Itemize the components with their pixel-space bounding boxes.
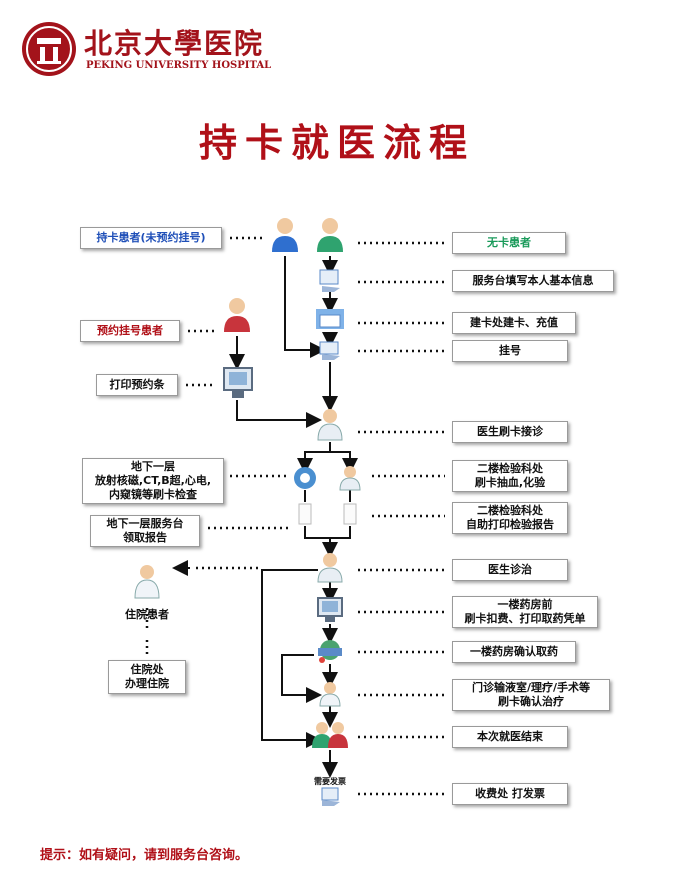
pharmacy-confirm-box: 一楼药房确认取药 <box>452 641 576 663</box>
print-kiosk-icon <box>223 367 253 398</box>
logo-chinese-name: 北京大學医院 <box>84 27 265 60</box>
pku-seal-logo <box>22 22 76 76</box>
b1-exam-box: 地下一层 放射核磁,CT,B超,心电, 内窥镜等刷卡检查 <box>82 458 224 504</box>
invoice-needed-label: 需要发票 <box>314 777 346 786</box>
no-card-patient-box: 无卡患者 <box>452 232 566 254</box>
lab-print-box: 二楼检验科处 自助打印检验报告 <box>452 502 568 534</box>
logo-english-name: PEKING UNIVERSITY HOSPITAL <box>86 60 272 71</box>
fill-form-icon <box>319 269 340 292</box>
pharmacy-pay-box: 一楼药房前 刷卡扣费、打印取药凭单 <box>452 596 598 628</box>
card-building-icon <box>316 309 344 329</box>
invoice-hand-icon <box>321 787 340 806</box>
lab-nurse-icon <box>339 466 361 491</box>
visit-end-people-icon <box>312 722 348 748</box>
inpatient-nurse-icon <box>134 565 160 599</box>
doctor-swipe-box: 医生刷卡接诊 <box>452 421 568 443</box>
doctor-swipe-icon <box>317 409 343 441</box>
lab-blood-box: 二楼检验科处 刷卡抽血,化验 <box>452 460 568 492</box>
clinic-nurse-icon <box>319 682 341 707</box>
page-title: 持卡就医流程 <box>198 121 475 165</box>
report-paper-icon <box>298 503 357 525</box>
admission-box: 住院处 办理住院 <box>108 660 186 694</box>
card-patient-icon <box>272 218 298 252</box>
register-box: 挂号 <box>452 340 568 362</box>
medicine-icon <box>318 640 342 663</box>
treatment-box: 医生诊治 <box>452 559 568 581</box>
treatment-doctor-icon <box>317 553 343 583</box>
invoice-box: 收费处 打发票 <box>452 783 568 805</box>
register-hand-icon <box>319 341 340 360</box>
appt-patient-icon <box>224 298 250 332</box>
ct-scan-icon <box>294 467 316 489</box>
footer-tip: 提示：如有疑问，请到服务台咨询。 <box>40 848 249 863</box>
inpatient-label: 住院患者 <box>125 608 169 621</box>
visit-end-box: 本次就医结束 <box>452 726 568 748</box>
fill-info-box: 服务台填写本人基本信息 <box>452 270 614 292</box>
b1-report-box: 地下一层服务台 领取报告 <box>90 515 200 547</box>
pharmacy-kiosk-icon <box>317 597 343 622</box>
make-card-box: 建卡处建卡、充值 <box>452 312 576 334</box>
clinic-treatment-box: 门诊输液室/理疗/手术等 刷卡确认治疗 <box>452 679 610 711</box>
no-card-patient-icon <box>317 218 343 252</box>
card-patient-no-appt-box: 持卡患者(未预约挂号) <box>80 227 222 249</box>
appt-patient-box: 预约挂号患者 <box>80 320 180 342</box>
dotted-connectors <box>145 236 445 796</box>
print-slip-box: 打印预约条 <box>96 374 178 396</box>
